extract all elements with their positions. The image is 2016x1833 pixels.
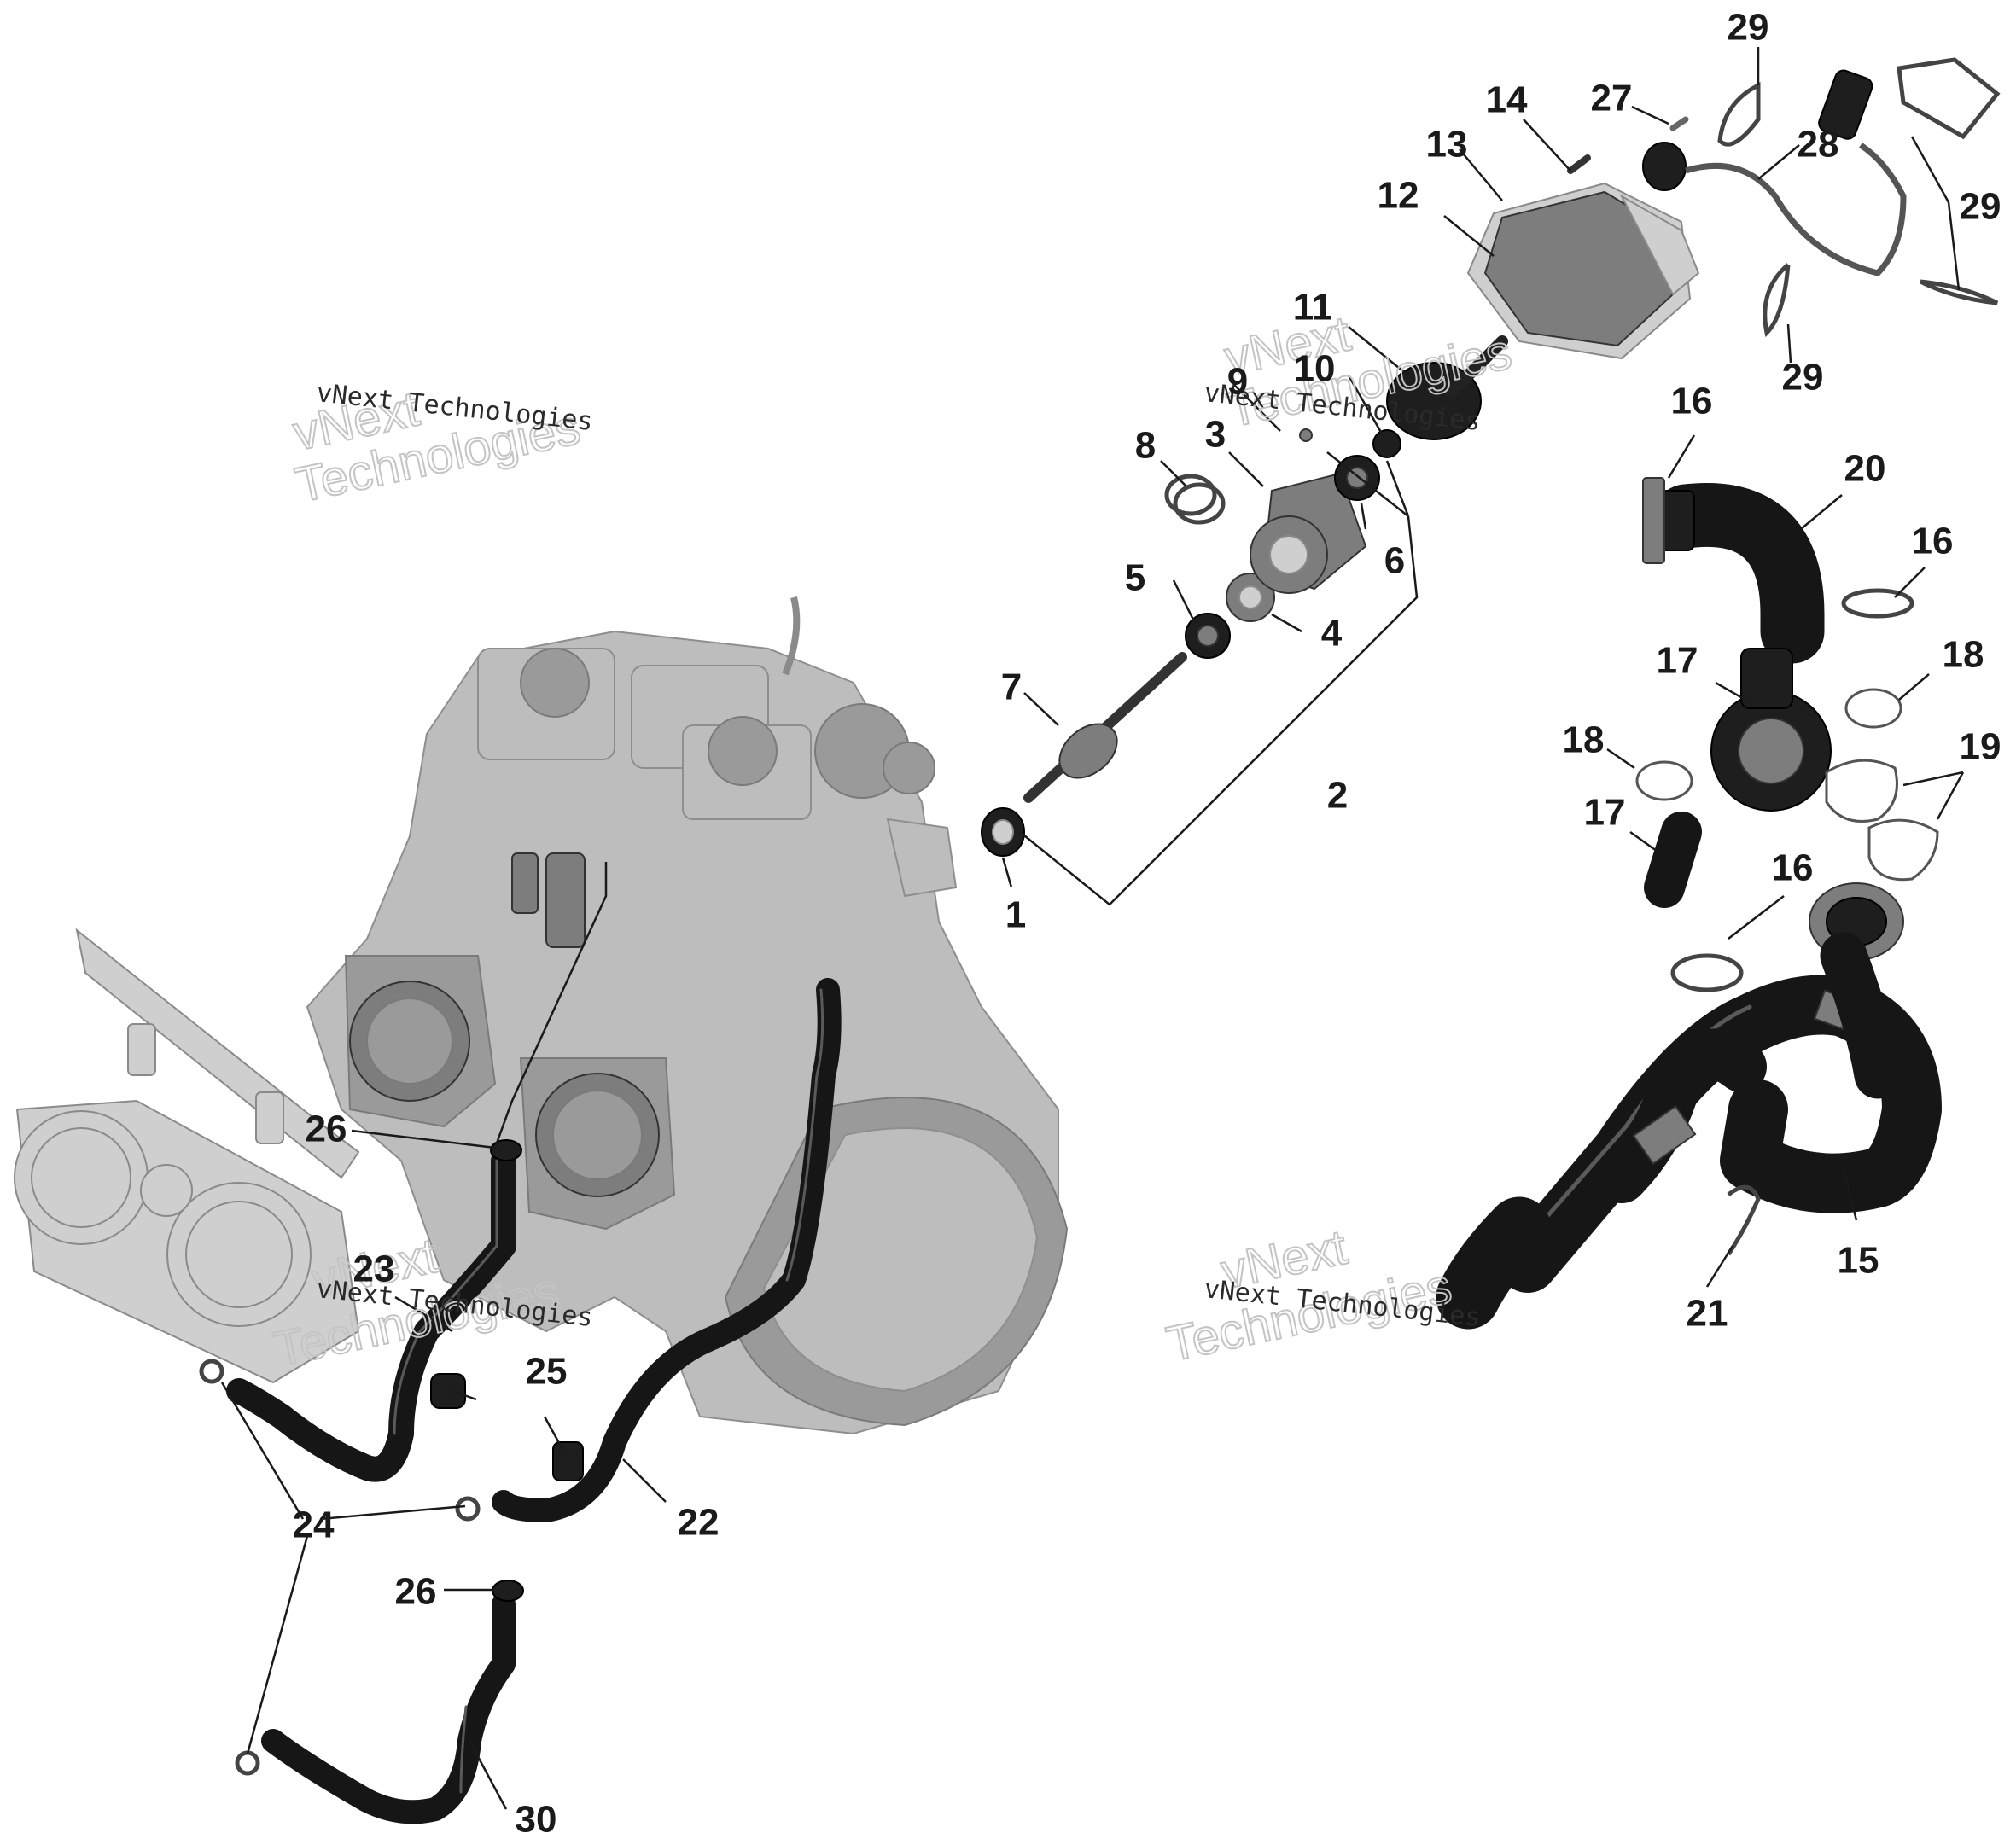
callout-26-a: 26 bbox=[306, 1109, 347, 1150]
callout-17-a: 17 bbox=[1657, 640, 1698, 682]
callouts: 1 2 3 4 5 6 7 8 9 10 11 12 13 14 15 16 1… bbox=[293, 7, 2001, 1833]
callout-3: 3 bbox=[1205, 414, 1226, 456]
callout-29-b: 29 bbox=[1960, 186, 2001, 228]
callout-6: 6 bbox=[1384, 540, 1405, 582]
callout-7: 7 bbox=[1001, 666, 1022, 708]
callout-18-b: 18 bbox=[1563, 719, 1605, 761]
callout-25: 25 bbox=[526, 1351, 568, 1393]
callout-12: 12 bbox=[1378, 175, 1419, 217]
callout-8: 8 bbox=[1135, 425, 1156, 467]
callout-14: 14 bbox=[1486, 79, 1528, 121]
hoses bbox=[226, 483, 1942, 1824]
callout-23: 23 bbox=[353, 1248, 395, 1290]
callout-13: 13 bbox=[1426, 124, 1468, 166]
callout-9: 9 bbox=[1227, 361, 1248, 403]
callout-16-c: 16 bbox=[1772, 847, 1814, 889]
throttle-body-assembly bbox=[14, 928, 360, 1384]
callout-29-c: 29 bbox=[1782, 357, 1824, 399]
callout-30: 30 bbox=[516, 1799, 557, 1833]
callout-11: 11 bbox=[1293, 287, 1333, 329]
callout-4: 4 bbox=[1321, 613, 1343, 655]
callout-18-a: 18 bbox=[1943, 634, 1984, 676]
callout-20: 20 bbox=[1844, 448, 1886, 490]
callout-29-a: 29 bbox=[1728, 7, 1769, 49]
callout-26-b: 26 bbox=[395, 1571, 437, 1613]
leader-lines bbox=[220, 47, 1965, 1810]
small-parts bbox=[199, 57, 2001, 1776]
callout-1: 1 bbox=[1005, 894, 1026, 936]
callout-16-b: 16 bbox=[1912, 521, 1954, 562]
callout-15: 15 bbox=[1838, 1240, 1879, 1282]
callout-21: 21 bbox=[1687, 1293, 1728, 1335]
callout-28: 28 bbox=[1798, 124, 1839, 166]
callout-2: 2 bbox=[1327, 775, 1348, 817]
callout-19: 19 bbox=[1960, 726, 2001, 768]
callout-22: 22 bbox=[678, 1502, 720, 1544]
callout-27: 27 bbox=[1591, 78, 1633, 119]
callout-24: 24 bbox=[293, 1504, 335, 1546]
callout-16-a: 16 bbox=[1671, 381, 1713, 422]
callout-17-b: 17 bbox=[1584, 792, 1626, 834]
callout-5: 5 bbox=[1125, 557, 1145, 599]
callout-10: 10 bbox=[1294, 348, 1336, 390]
